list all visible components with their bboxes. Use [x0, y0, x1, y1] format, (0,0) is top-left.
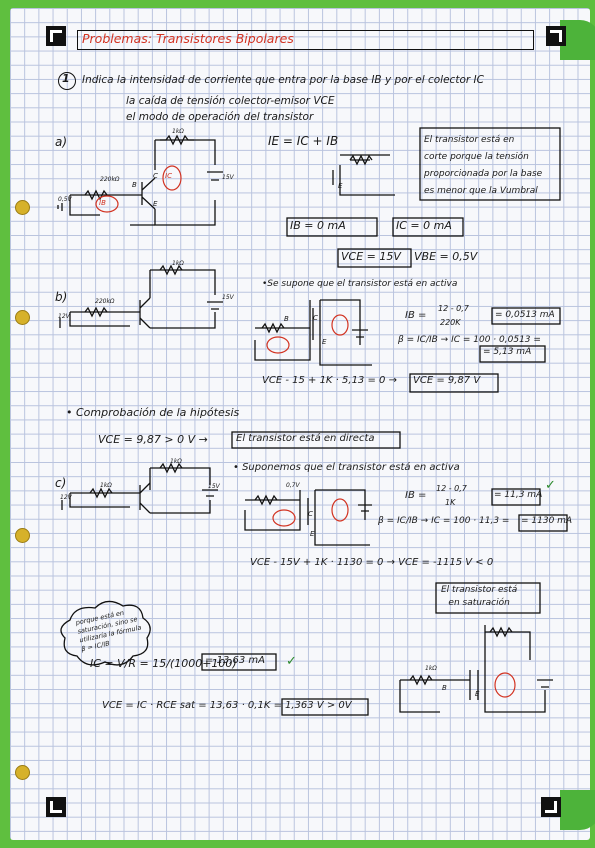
check-icon: ✓ [286, 654, 297, 669]
statement-line-2: la caída de tensión colector-emisor VCE [126, 95, 335, 107]
circuit-b [59, 264, 223, 329]
answer-vce-a: VCE = 15V [341, 250, 401, 263]
verification-result: El transistor está en directa [236, 433, 375, 444]
terminal-label: E [322, 338, 327, 346]
problem-number: 1 [62, 72, 70, 85]
answer-vbe-a: VBE = 0,5V [414, 250, 478, 263]
hypothesis-b: •Se supone que el transistor está en act… [262, 279, 458, 289]
binder-hole [15, 528, 30, 543]
terminal-label: C [313, 314, 318, 322]
source-label: 0,5V [58, 196, 72, 203]
title-box [77, 30, 534, 50]
source-label: 15V [208, 483, 220, 490]
circuit-a [57, 134, 223, 226]
resistor-label: 1kΩ [170, 458, 182, 465]
current-arrows-b [266, 314, 349, 354]
source-label: 15V [222, 294, 234, 301]
part-b-label: b) [55, 290, 68, 304]
grid-paper [10, 8, 590, 840]
part-c-label: c) [55, 476, 67, 490]
corner-decoration [560, 790, 595, 830]
notebook-logo-icon [546, 26, 566, 46]
resistor-label: 220kΩ [95, 298, 115, 305]
answer-ib-b: = 0,0513 mA [495, 310, 555, 320]
check-icon: ✓ [545, 478, 556, 493]
eq-vce-c: VCE - 15V + 1K · 1130 = 0 → VCE = -1115 … [250, 557, 494, 568]
source-label: 12V [60, 494, 72, 501]
eq-vce-b: VCE - 15 + 1K · 5,13 = 0 → [262, 375, 397, 386]
eq-ib-c: IB = [405, 490, 427, 501]
terminal-label: E [153, 200, 158, 208]
circuit-c-right [244, 488, 568, 614]
terminal-label: E [475, 690, 480, 698]
answer-ic-c: = 1130 mA [521, 516, 573, 526]
part-a-label: a) [55, 135, 68, 149]
terminal-label: C [153, 172, 158, 180]
answer-ib-a: IB = 0 mA [290, 219, 346, 232]
verification-title: • Comprobación de la hipótesis [66, 406, 240, 419]
eq-ic-sat: IC = V/R = 15/(1000+100) [90, 657, 237, 670]
circuit-b-right [254, 299, 561, 393]
answer-ib-c: = 11,3 mA [494, 490, 543, 500]
eq-vce-sat: VCE = IC · RCE sat = 13,63 · 0,1K = [102, 700, 282, 711]
statement-line-3: el modo de operación del transistor [126, 111, 314, 123]
notebook-logo-icon [46, 26, 66, 46]
verification-eq: VCE = 9,87 > 0 V → [98, 433, 208, 446]
eq-beta-b: β = IC/IB → IC = 100 · 0,0513 = [398, 335, 541, 345]
current-arrows-c [272, 498, 349, 527]
binder-hole [15, 200, 30, 215]
eq-ib-b: IB = [405, 310, 427, 321]
terminal-label: C [308, 510, 313, 518]
resistor-label: 1kΩ [172, 128, 184, 135]
problem-number-circle [58, 72, 76, 90]
circuit-a-right [332, 154, 395, 196]
circuit-saturation [201, 625, 553, 716]
fraction-numerator: 12 - 0,7 [436, 484, 467, 493]
terminal-label: B [442, 684, 447, 692]
notebook-logo-icon [46, 797, 66, 817]
terminal-label: E [310, 530, 315, 538]
source-label: 12V [58, 313, 70, 320]
voltage-label: 0,7V [286, 482, 300, 489]
answer-boxes-a [286, 127, 561, 268]
page-title: Problemas: Transistores Bipolares [82, 31, 294, 46]
binder-hole [15, 765, 30, 780]
answer-ic-sat: = 13,63 mA [205, 655, 265, 666]
note-cloud [60, 600, 151, 666]
eq-ic-c: β = IC/IB → IC = 100 · 11,3 = [378, 516, 510, 526]
binder-hole [15, 310, 30, 325]
resistor-label: 220kΩ [100, 176, 120, 183]
answer-ic-a: IC = 0 mA [396, 219, 452, 232]
answer-vce-sat: 1,363 V > 0V [285, 700, 352, 711]
eq-ie: IE = IC + IB [268, 134, 339, 148]
current-label: IC [165, 172, 172, 180]
notebook-logo-icon [541, 797, 561, 817]
statement-line-1: Indica la intensidad de corriente que en… [82, 74, 484, 86]
fraction-denominator: 1K [445, 498, 456, 507]
current-arrows-a [95, 165, 182, 213]
current-arrows-sat [494, 672, 516, 698]
source-label: 15V [222, 174, 234, 181]
resistor-label: 1kΩ [100, 482, 112, 489]
fraction-denominator: 220K [440, 318, 461, 327]
terminal-label: E [338, 182, 343, 190]
circuit-c [61, 462, 218, 514]
answer-vce-b: VCE = 9,87 V [413, 375, 481, 386]
resistor-label: 1kΩ [172, 260, 184, 267]
hypothesis-c: • Suponemos que el transistor está en ac… [233, 462, 460, 473]
resistor-label: 1kΩ [425, 665, 437, 672]
terminal-label: B [284, 315, 289, 323]
answer-ic-b: = 5,13 mA [483, 347, 532, 357]
fraction-numerator: 12 - 0,7 [438, 304, 469, 313]
terminal-label: B [132, 181, 137, 189]
verification-box [231, 431, 401, 449]
current-label: IB [99, 199, 106, 207]
